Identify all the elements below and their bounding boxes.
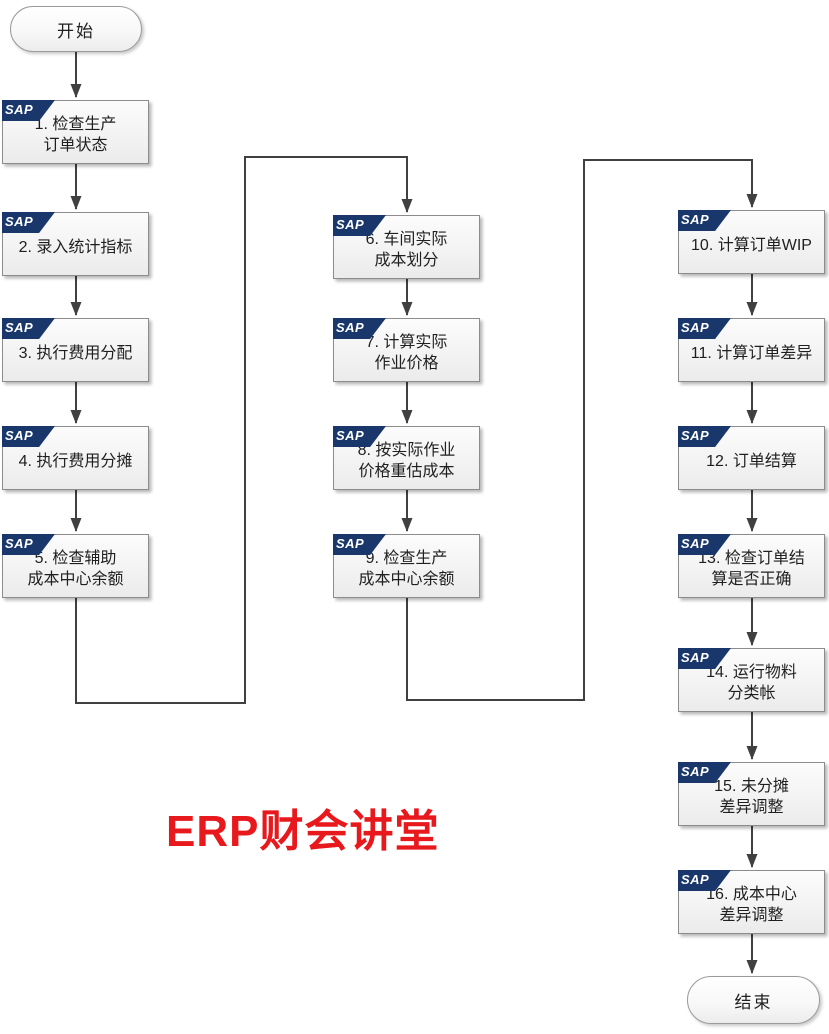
step-label-1: 1. 检查生产 订单状态	[34, 116, 117, 154]
step-box-5: SAP 5. 检查辅助 成本中心余额	[2, 534, 149, 598]
step-box-2: SAP 2. 录入统计指标	[2, 212, 149, 276]
step-label-2: 2. 录入统计指标	[18, 238, 133, 256]
sap-logo: SAP	[2, 426, 55, 447]
sap-logo: SAP	[2, 534, 55, 555]
step-box-16: SAP 16. 成本中心 差异调整	[678, 870, 825, 934]
end-label: 结束	[734, 992, 773, 1012]
step-box-7: SAP 7. 计算实际 作业价格	[333, 318, 480, 382]
step-label-11: 11. 计算订单差异	[690, 344, 813, 362]
sap-logo: SAP	[333, 215, 386, 236]
start-label: 开始	[57, 21, 95, 41]
sap-logo: SAP	[678, 648, 731, 669]
step-box-8: SAP 8. 按实际作业 价格重估成本	[333, 426, 480, 490]
sap-logo: SAP	[2, 318, 55, 339]
step-label-13: 13. 检查订单结 算是否正确	[698, 550, 805, 588]
step-box-9: SAP 9. 检查生产 成本中心余额	[333, 534, 480, 598]
step-box-15: SAP 15. 未分摊 差异调整	[678, 762, 825, 826]
step-label-4: 4. 执行费用分摊	[18, 452, 133, 470]
step-box-1: SAP 1. 检查生产 订单状态	[2, 100, 149, 164]
sap-logo: SAP	[2, 212, 55, 233]
sap-logo: SAP	[333, 426, 386, 447]
step-box-3: SAP 3. 执行费用分配	[2, 318, 149, 382]
watermark-text: ERP财会讲堂	[166, 807, 440, 856]
sap-logo: SAP	[678, 762, 731, 783]
sap-logo: SAP	[2, 100, 55, 121]
step-box-10: SAP 10. 计算订单WIP	[678, 210, 825, 274]
step-box-6: SAP 6. 车间实际 成本划分	[333, 215, 480, 279]
sap-logo: SAP	[678, 534, 731, 555]
step-label-3: 3. 执行费用分配	[18, 344, 133, 362]
step-label-12: 12. 订单结算	[706, 452, 797, 470]
step-label-10: 10. 计算订单WIP	[691, 236, 812, 254]
end-node: 结束	[687, 976, 820, 1024]
step-box-4: SAP 4. 执行费用分摊	[2, 426, 149, 490]
sap-logo: SAP	[678, 210, 731, 231]
sap-logo: SAP	[678, 870, 731, 891]
step-box-14: SAP 14. 运行物料 分类帐	[678, 648, 825, 712]
start-node: 开始	[10, 6, 142, 52]
step-box-11: SAP 11. 计算订单差异	[678, 318, 825, 382]
step-box-13: SAP 13. 检查订单结 算是否正确	[678, 534, 825, 598]
sap-logo: SAP	[678, 318, 731, 339]
step-label-15: 15. 未分摊 差异调整	[714, 778, 789, 816]
step-box-12: SAP 12. 订单结算	[678, 426, 825, 490]
sap-logo: SAP	[678, 426, 731, 447]
sap-logo: SAP	[333, 318, 386, 339]
step-label-7: 7. 计算实际 作业价格	[365, 334, 448, 372]
sap-logo: SAP	[333, 534, 386, 555]
